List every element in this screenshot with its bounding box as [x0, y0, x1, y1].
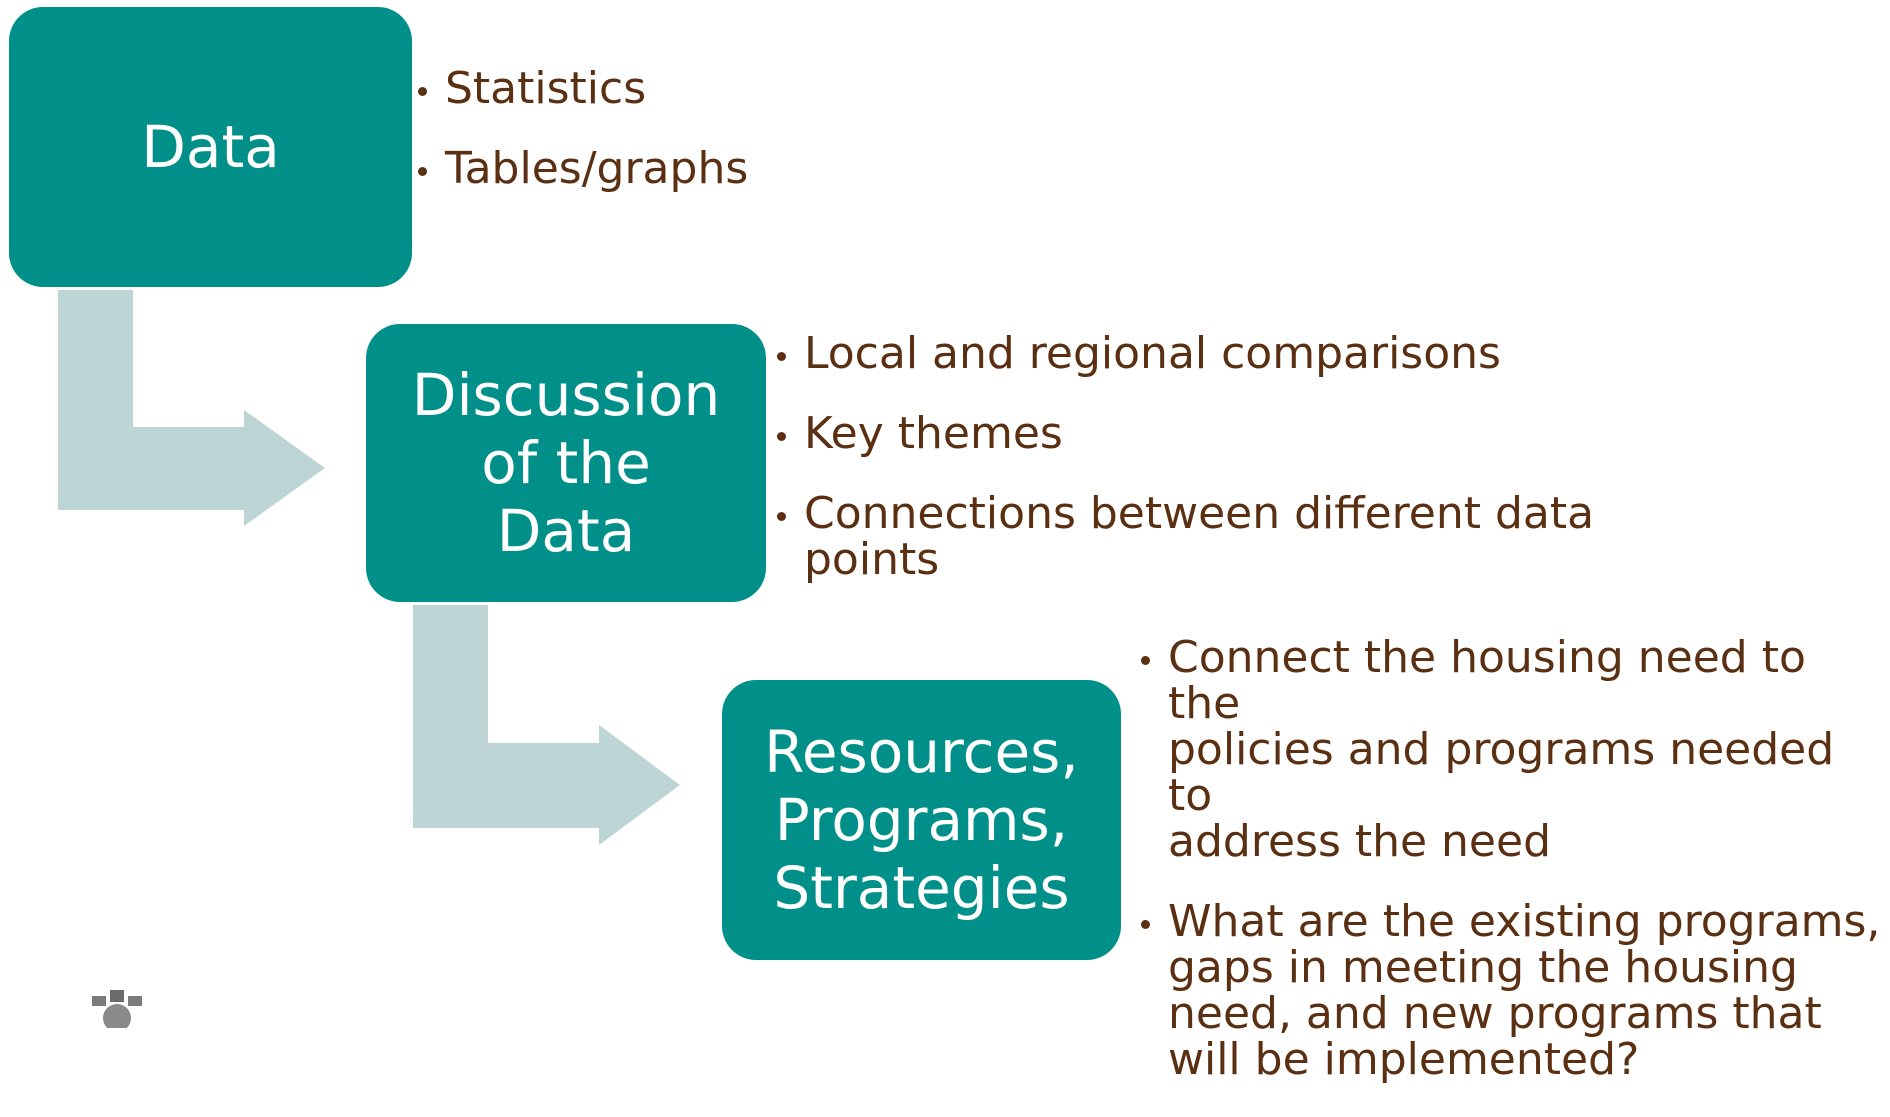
bullet-item: Local and regional comparisons — [773, 331, 1673, 377]
step-box-data: Data — [9, 7, 412, 287]
arrow-shape — [413, 605, 680, 845]
bullet-list-resources: Connect the housing need to the policies… — [1137, 635, 1882, 1117]
step-box-resources: Resources, Programs, Strategies — [722, 680, 1121, 960]
step-label: Resources, Programs, Strategies — [764, 718, 1079, 922]
process-diagram: Data Discussion of the Data Resources, P… — [9, 7, 1880, 1083]
arrow-shape — [58, 290, 325, 526]
bullet-item: Connections between different data point… — [773, 491, 1673, 583]
bullet-item: Tables/graphs — [414, 146, 934, 192]
connector-arrow-1 — [58, 290, 680, 845]
bullet-list-data: Statistics Tables/graphs — [414, 66, 934, 226]
step-label: Discussion of the Data — [411, 361, 721, 565]
bullet-item: Key themes — [773, 411, 1673, 457]
step-box-discussion: Discussion of the Data — [366, 324, 766, 602]
bullet-item: Statistics — [414, 66, 934, 112]
gear-icon — [92, 990, 142, 1028]
step-label: Data — [141, 113, 280, 181]
bullet-item: Connect the housing need to the policies… — [1137, 635, 1882, 865]
bullet-item: What are the existing programs, gaps in … — [1137, 899, 1882, 1083]
bullet-list-discussion: Local and regional comparisons Key theme… — [773, 331, 1673, 617]
